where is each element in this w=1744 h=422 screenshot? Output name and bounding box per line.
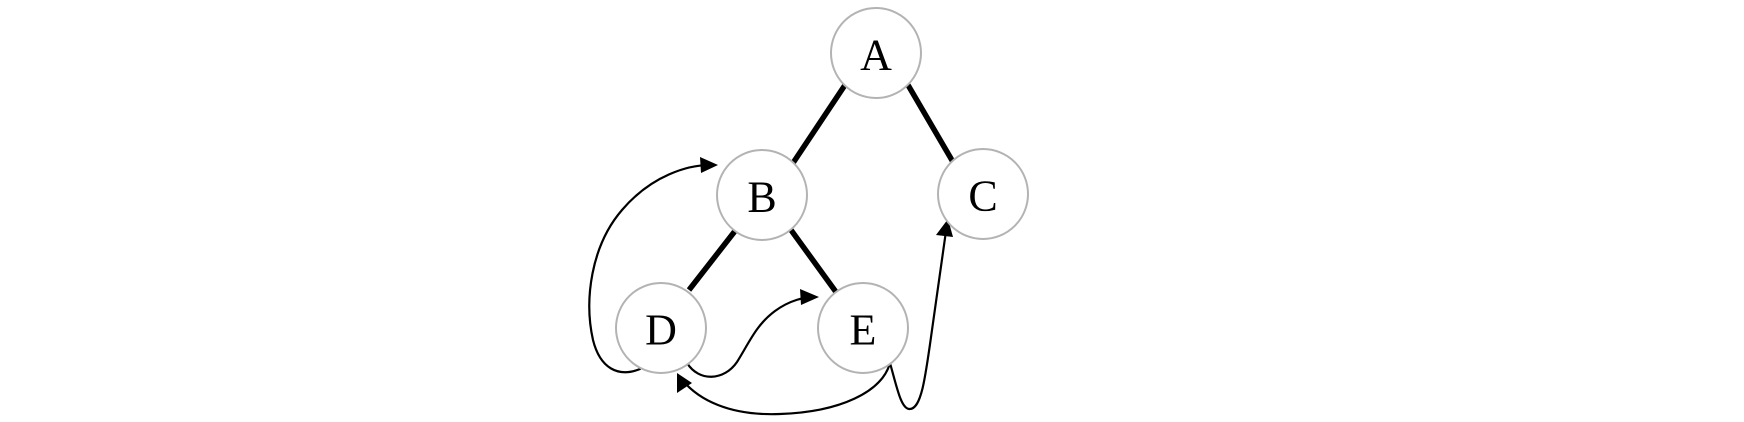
node-a[interactable]: A (830, 7, 922, 99)
directed-edge-d-b (588, 157, 718, 374)
node-e-circle[interactable] (817, 282, 909, 374)
node-a-label: A (860, 31, 892, 80)
node-c-label: C (968, 172, 997, 221)
node-e[interactable]: E (817, 282, 909, 374)
node-d[interactable]: D (615, 282, 707, 374)
node-b-label: B (747, 173, 776, 222)
tree-edge-b-e (788, 228, 839, 294)
directed-edge-d-e-arrowhead (800, 289, 819, 305)
directed-edge-d-b-path (588, 163, 716, 374)
tree-edge-b-d (686, 229, 738, 292)
node-d-circle[interactable] (615, 282, 707, 374)
directed-edge-d-e-path (685, 295, 816, 378)
node-layer: A B C D E (615, 7, 1029, 374)
node-c[interactable]: C (937, 148, 1029, 240)
directed-edge-e-d (677, 361, 892, 416)
directed-edge-e-c-path (888, 222, 949, 411)
node-d-label: D (645, 306, 677, 355)
tree-edge-a-b (790, 83, 848, 165)
directed-edge-e-d-arrowhead (677, 373, 692, 393)
node-a-circle[interactable] (830, 7, 922, 99)
tree-edge-a-c (905, 83, 956, 164)
directed-edge-layer (588, 157, 953, 416)
directed-edge-d-e (685, 289, 819, 378)
node-e-label: E (850, 306, 877, 355)
node-c-circle[interactable] (937, 148, 1029, 240)
node-b-circle[interactable] (716, 149, 808, 241)
directed-edge-d-b-arrowhead (700, 157, 718, 173)
directed-edge-e-d-path (678, 361, 892, 416)
node-b[interactable]: B (716, 149, 808, 241)
tree-edge-layer (686, 83, 956, 294)
